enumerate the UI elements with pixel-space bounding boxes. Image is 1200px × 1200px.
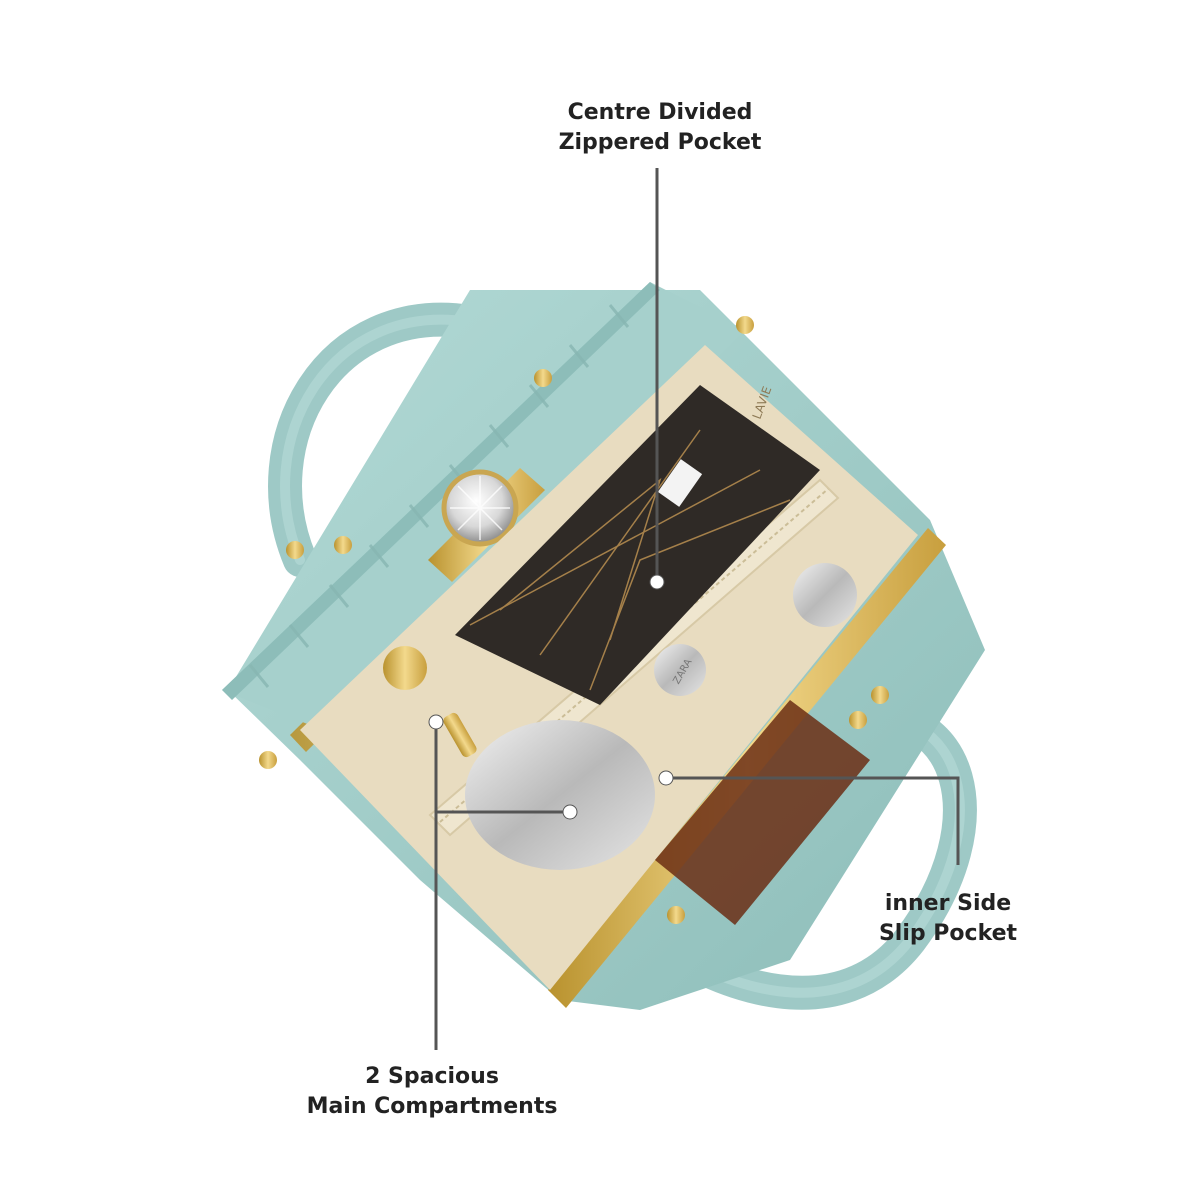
callout-line: Centre Divided	[567, 100, 753, 125]
zipper-pull	[443, 712, 477, 758]
pointer-side-pocket	[658, 770, 960, 865]
callout-main-compartments: 2 Spacious Main Compartments	[282, 1062, 582, 1122]
price-tag	[657, 459, 703, 507]
pointer-main-compartments	[428, 714, 578, 1050]
bottle-cap-large	[793, 563, 857, 627]
callout-inner-side-pocket: inner Side Slip Pocket	[838, 889, 1058, 949]
wallet	[455, 385, 820, 705]
silver-tin	[465, 720, 655, 870]
callout-centre-divided-pocket: Centre Divided Zippered Pocket	[520, 98, 800, 158]
bottle-cap-small	[654, 644, 706, 696]
bag-interior: ZARA LAVIE	[300, 345, 918, 990]
perfume-bottle	[655, 700, 870, 925]
callout-line: 2 Spacious	[365, 1064, 499, 1089]
gold-knob	[383, 646, 427, 690]
callout-line: Zippered Pocket	[558, 130, 762, 155]
callout-line: Main Compartments	[306, 1094, 558, 1119]
callout-line: Slip Pocket	[878, 921, 1018, 946]
bag-flap	[222, 282, 745, 735]
pointer-centre-pocket	[649, 168, 665, 590]
hardware-rings	[259, 316, 889, 924]
callout-line: inner Side	[884, 891, 1012, 916]
